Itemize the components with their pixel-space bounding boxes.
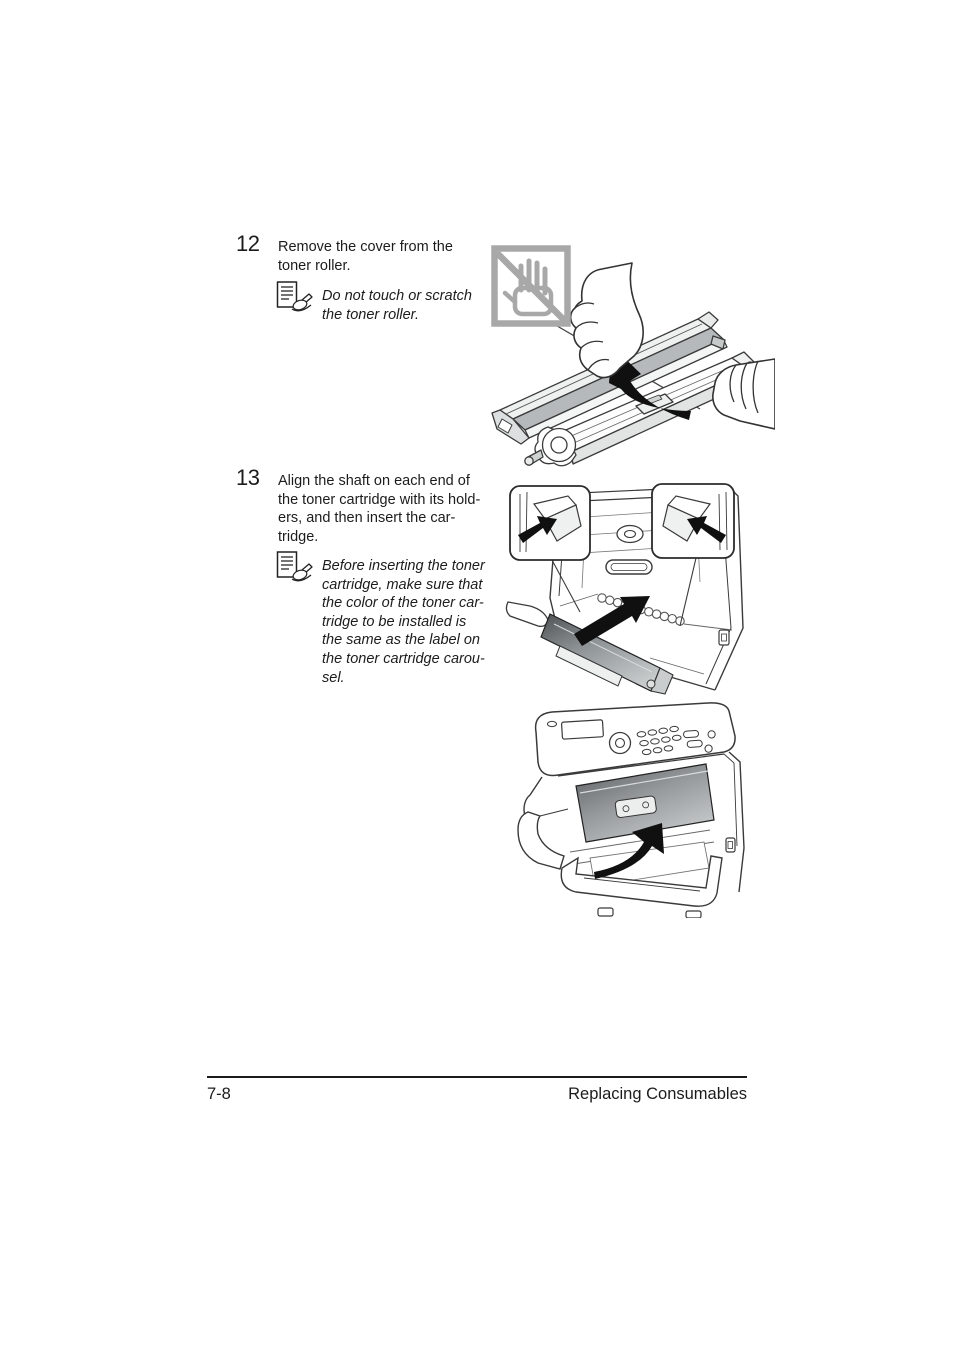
pen-swoosh [291, 574, 312, 582]
leader-line [551, 559, 581, 613]
printer-body [523, 751, 745, 893]
footer-section-title: Replacing Consumables [568, 1085, 747, 1103]
leader-line [679, 557, 697, 627]
do-not-touch-icon [491, 245, 571, 327]
shaft-callout-left [509, 485, 591, 613]
rotate-arrow [594, 823, 664, 879]
carousel-handle [605, 559, 653, 575]
pen-swoosh [291, 304, 312, 312]
note-icon [276, 281, 313, 312]
figure-printer-front-open [517, 702, 745, 918]
lcd-display [561, 719, 604, 740]
figure-insert-toner-cartridge [505, 483, 744, 695]
step-13-number: 13 [236, 465, 260, 490]
step-12-note: Do not touch or scratch the toner roller… [322, 288, 472, 323]
keypad [636, 725, 716, 756]
align-arrow [687, 516, 726, 543]
printer-foot [685, 910, 702, 918]
step-13-instruction: Align the shaft on each end of the toner… [278, 473, 481, 545]
prohibition-slash [494, 250, 568, 324]
hand-lifting-cover [569, 262, 644, 379]
figure-remove-toner-roller-cover [491, 245, 775, 467]
hand-holding-cartridge [712, 358, 775, 430]
align-arrow [518, 516, 557, 543]
front-tray [560, 855, 723, 907]
toner-cartridge [540, 613, 674, 695]
printer-foot [597, 907, 614, 917]
shaft-callout-right [651, 483, 735, 627]
installed-toner-cartridge [575, 763, 715, 843]
note-icon [276, 551, 313, 582]
footer-page-number: 7-8 [207, 1085, 231, 1103]
open-cover-arm [505, 601, 549, 628]
open-front-cover [517, 811, 565, 870]
control-panel [534, 702, 736, 777]
carousel-knob [616, 524, 644, 544]
lift-arrow [609, 346, 691, 420]
step-12-instruction: Remove the cover from the toner roller. [278, 239, 453, 274]
step-13-note: Before inserting the toner cartridge, ma… [322, 558, 485, 686]
insert-arrow [574, 596, 650, 646]
side-button [725, 837, 736, 853]
footer-rule [207, 1076, 747, 1078]
step-12-number: 12 [236, 231, 260, 256]
side-button [718, 629, 730, 646]
